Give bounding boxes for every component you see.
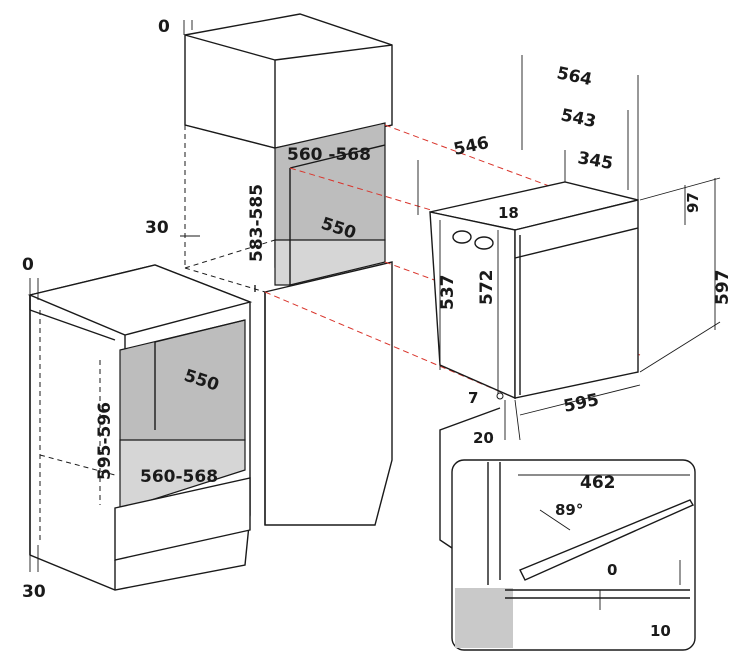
dim-oven-total-depth: 564 bbox=[555, 63, 594, 90]
dim-tall-back-gap: 30 bbox=[145, 218, 169, 238]
base-cabinet bbox=[27, 264, 253, 591]
dim-base-niche-height: 595-596 bbox=[95, 402, 115, 480]
dim-tall-niche-width: 560 -568 bbox=[287, 145, 371, 165]
dim-door-gap-top: 0 bbox=[607, 561, 617, 579]
dim-oven-front-depth: 546 bbox=[452, 133, 491, 160]
dim-oven-rear-depth: 345 bbox=[576, 148, 614, 174]
door-detail-inset bbox=[439, 407, 696, 651]
dim-oven-side-height: 537 bbox=[438, 275, 458, 311]
dim-base-niche-width: 560-568 bbox=[140, 467, 218, 487]
dim-oven-inner-height: 572 bbox=[477, 270, 497, 306]
tall-cabinet bbox=[180, 13, 393, 526]
dim-door-angle: 89° bbox=[555, 501, 583, 519]
dim-oven-width: 595 bbox=[562, 390, 601, 417]
dim-oven-top-panel: 97 bbox=[684, 192, 702, 213]
dim-tall-niche-height: 583-585 bbox=[247, 184, 267, 262]
dim-oven-top-offset: 18 bbox=[498, 204, 519, 222]
dim-tall-top-gap: 0 bbox=[158, 17, 170, 37]
dim-oven-height: 597 bbox=[713, 270, 733, 306]
oven-unit bbox=[417, 55, 721, 441]
dim-base-top-gap: 0 bbox=[22, 255, 34, 275]
dim-oven-front-thickness: 20 bbox=[473, 429, 494, 447]
dim-door-width: 462 bbox=[580, 473, 616, 493]
dim-door-gap-bottom: 10 bbox=[650, 622, 671, 640]
dim-base-back-gap: 30 bbox=[22, 582, 46, 602]
dim-oven-bottom-gap: 7 bbox=[468, 389, 478, 407]
dim-oven-body-depth: 543 bbox=[559, 105, 598, 132]
